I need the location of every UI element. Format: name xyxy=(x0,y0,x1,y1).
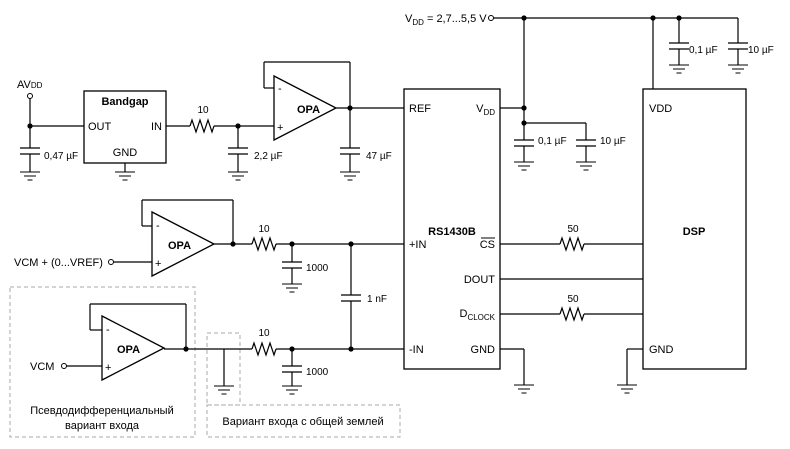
adc-dout-pin: DOUT xyxy=(464,274,495,286)
c-ref-label: 47 µF xyxy=(366,151,392,162)
vcm-plus-terminal xyxy=(108,259,114,265)
svg-text:OPA: OPA xyxy=(168,240,191,252)
r-dclock-label: 50 xyxy=(567,294,579,305)
vcm-terminal xyxy=(61,363,67,369)
avdd-section: AVDD 0,47 µF xyxy=(17,79,84,181)
adc-gnd-pin: GND xyxy=(471,344,496,356)
svg-text:-: - xyxy=(278,83,282,95)
adc-dclock-pin: DCLOCK xyxy=(459,308,495,322)
common-ground-box xyxy=(206,404,401,438)
svg-text:-: - xyxy=(156,220,160,232)
common-ground-option xyxy=(213,349,235,395)
c-adc-vdd1-label: 0,1 µF xyxy=(538,136,567,147)
avdd-terminal xyxy=(27,93,33,99)
bandgap-title: Bandgap xyxy=(101,96,148,108)
vdd-terminal xyxy=(488,15,494,21)
svg-text:+: + xyxy=(155,258,161,270)
svg-text:+: + xyxy=(105,362,111,374)
c-dsp-vdd1-label: 0,1 µF xyxy=(689,45,718,56)
ref-buffer-input: 10 2,2 µF xyxy=(166,105,283,181)
svg-text:OPA: OPA xyxy=(297,104,320,116)
svg-text:OPA: OPA xyxy=(117,344,140,356)
adc-title: RS1430B xyxy=(428,226,476,238)
r-in-minus-label: 10 xyxy=(258,328,270,339)
avdd-label: AVDD xyxy=(17,79,43,91)
adc-ref-pin: REF xyxy=(409,103,431,115)
adc-in-plus-pin: +IN xyxy=(409,239,426,251)
diff-capacitor: 1 nF xyxy=(341,241,387,352)
bandgap-in: IN xyxy=(151,121,162,133)
adc-block: RS1430B REF VDD +IN -IN CS DOUT DCLOCK G… xyxy=(403,88,535,394)
adc-in-minus-pin: -IN xyxy=(409,344,424,356)
common-ground-jumper-box xyxy=(206,332,241,406)
c-in-minus-label: 1000 xyxy=(306,367,329,378)
opa-in-plus-buffer: OPA - + 10 1000 VCM + (0...VREF) xyxy=(14,199,404,293)
bandgap-block: Bandgap OUT IN GND xyxy=(83,90,167,181)
bandgap-out: OUT xyxy=(88,121,112,133)
r-in-plus-label: 10 xyxy=(258,224,270,235)
bandgap-gnd: GND xyxy=(113,147,138,159)
adc-cs-pin: CS xyxy=(480,239,495,251)
c-in-plus-label: 1000 xyxy=(306,263,329,274)
dsp-block: DSP VDD GND xyxy=(616,88,747,394)
vdd-supply-label: VDD = 2,7...5,5 V xyxy=(405,13,487,27)
pseudo-differential-box xyxy=(9,286,196,438)
c-opa-in-label: 2,2 µF xyxy=(254,151,283,162)
note-common-ground: Вариант входа с общей землей xyxy=(222,416,383,428)
vcm-label: VCM xyxy=(30,361,54,373)
dsp-vdd-pin: VDD xyxy=(649,103,672,115)
c-diff-label: 1 nF xyxy=(367,294,387,305)
vdd-rail: VDD = 2,7...5,5 V 0,1 µF 10 µF 0,1 µF xyxy=(405,13,774,171)
dsp-gnd-pin: GND xyxy=(649,344,674,356)
vcm-plus-label: VCM + (0...VREF) xyxy=(14,257,103,269)
c-avdd-label: 0,47 µF xyxy=(44,151,78,162)
note-pseudo-line1: Псевдодифференциальный xyxy=(30,405,173,417)
opa-ref-buffer: OPA - + 47 µF xyxy=(263,61,404,181)
opa-in-minus-buffer: OPA - + 10 1000 VCM xyxy=(30,303,404,395)
adc-vdd-pin: VDD xyxy=(476,103,495,117)
note-pseudo-line2: вариант входа xyxy=(65,420,140,432)
digital-lines: 50 50 xyxy=(500,224,643,322)
svg-text:+: + xyxy=(277,122,283,134)
c-dsp-vdd2-label: 10 µF xyxy=(748,45,774,56)
c-adc-vdd2-label: 10 µF xyxy=(600,136,626,147)
svg-text:-: - xyxy=(106,324,110,336)
r-cs-label: 50 xyxy=(567,224,579,235)
dsp-title: DSP xyxy=(683,226,706,238)
r-ref-label: 10 xyxy=(197,105,209,116)
